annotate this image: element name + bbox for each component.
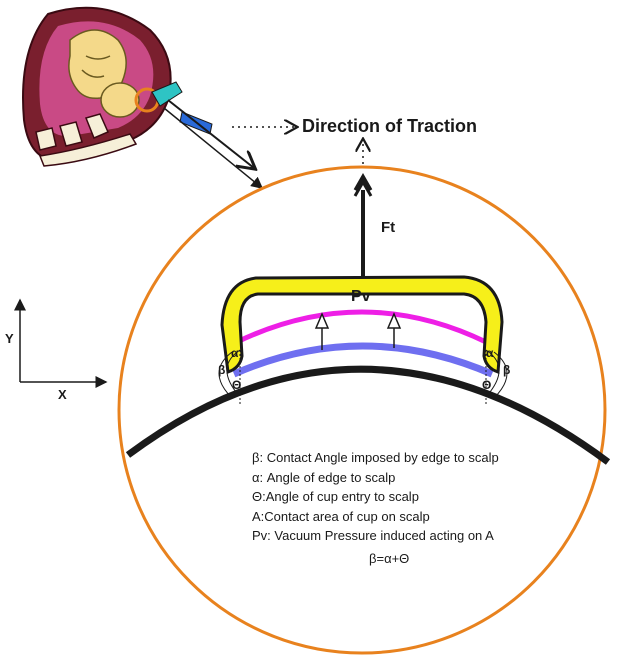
theta-label-right: Θ (482, 378, 492, 392)
vacuum-cup-small (151, 81, 183, 107)
alpha-label-right: α (486, 346, 494, 360)
y-axis-label: Y (5, 331, 14, 346)
legend-item: Pv: Vacuum Pressure induced acting on A (252, 528, 494, 544)
tube-line-2 (163, 107, 264, 189)
fetus-limbs (81, 55, 111, 78)
beta-label-right: β (503, 363, 511, 377)
legend-item: A:Contact area of cup on scalp (252, 508, 430, 524)
x-axis-label: X (58, 387, 67, 402)
pressure-arrow-left (314, 312, 330, 350)
angle-arc-left (218, 349, 241, 399)
contact-area-line (232, 342, 494, 378)
angle-arc-right (485, 349, 508, 399)
legend-item: α: Angle of edge to scalp (252, 469, 396, 485)
vacuum-cup (220, 275, 504, 375)
angle-formula: β=α+Θ (369, 551, 410, 566)
vacuum-pressure-label: Pv (351, 288, 371, 305)
legend-item: Θ:Angle of cup entry to scalp (252, 489, 419, 505)
pelvis-bones (35, 113, 109, 151)
uterus-illustration (22, 6, 264, 189)
pressure-arrow-right (386, 312, 402, 348)
tube-line (167, 99, 254, 168)
magnified-circle (117, 165, 607, 655)
legend-item: β: Contact Angle imposed by edge to scal… (252, 450, 499, 465)
direction-of-traction-label: Direction of Traction (302, 116, 478, 136)
legend: β: Contact Angle imposed by edge to scal… (252, 448, 499, 546)
force-ft-label: Ft (381, 219, 396, 236)
vacuum-pressure-line (235, 309, 488, 345)
force-ft-arrow-head (353, 172, 373, 197)
pelvis-lower (38, 133, 138, 167)
alpha-label-left: α (231, 346, 239, 360)
beta-label-left: β (218, 363, 226, 377)
fetus-head (100, 82, 140, 118)
theta-label-left: Θ (232, 378, 242, 392)
scalp-curve (125, 365, 611, 465)
